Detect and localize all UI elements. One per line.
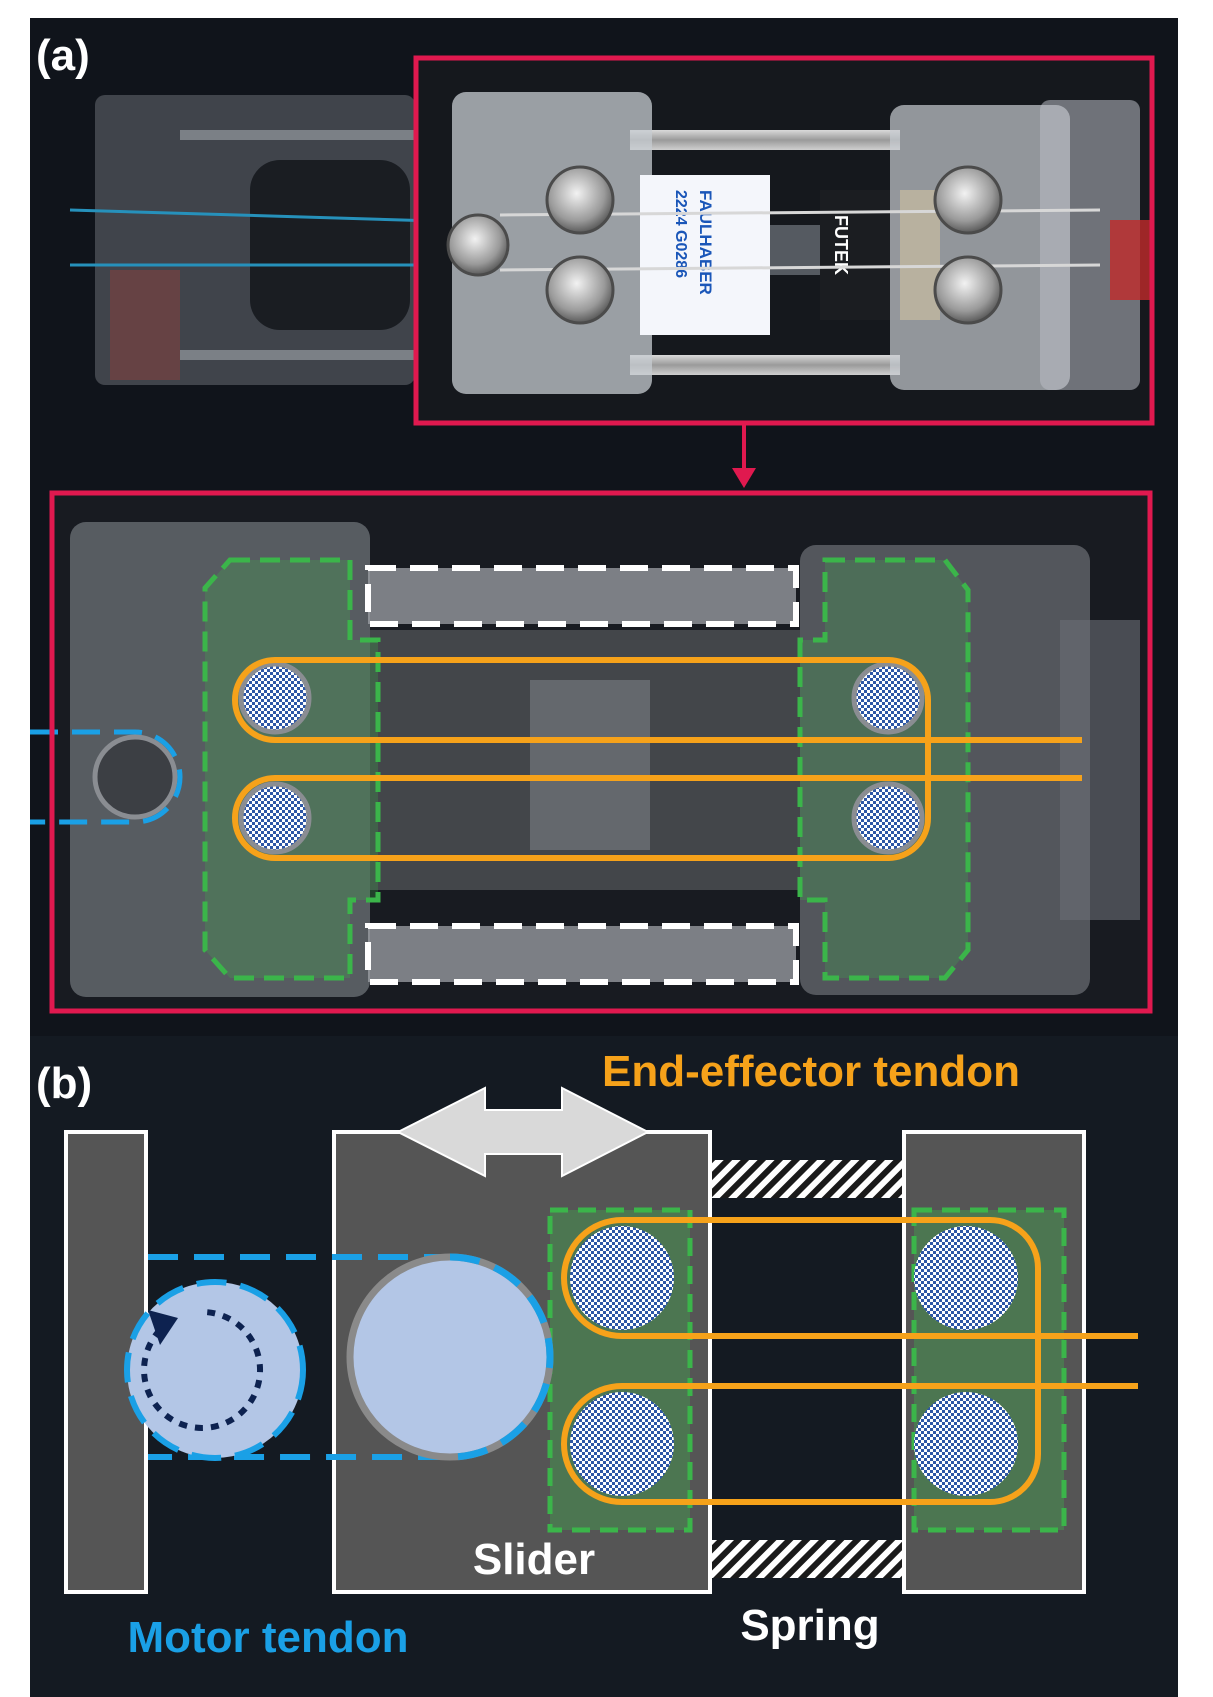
slider-block-photo (452, 92, 652, 394)
panel-a-label: (a) (36, 31, 90, 80)
rotation-arrowhead (148, 1310, 178, 1345)
background-mechanism (69, 95, 471, 385)
motor-brand-text: FAULHABER (696, 190, 715, 295)
end-effector-tendon-label: End-effector tendon (602, 1047, 1020, 1096)
pulley-annot-1 (238, 661, 312, 735)
motor-tendon-label: Motor tendon (127, 1613, 408, 1662)
slider-upper-pulley (570, 1226, 674, 1330)
motor-part-text: 2224 G0286 (672, 190, 689, 278)
motor-pulley (124, 1279, 306, 1461)
slider-pulley-region (202, 557, 381, 981)
slider-label: Slider (473, 1535, 595, 1584)
slider-block-annot (70, 522, 370, 997)
end-effector-tendon-annot (232, 657, 1082, 861)
motor-pulley-photo (446, 213, 510, 277)
spring-top (712, 1160, 902, 1198)
top-highlight-frame (413, 55, 1155, 426)
rotation-arrow (141, 1308, 264, 1431)
bottom-highlight-frame (49, 490, 1153, 1014)
bearing-photo-3 (933, 165, 1003, 235)
zoom-arrow (732, 423, 756, 488)
end-block-photo (890, 105, 1070, 390)
bearing-photo-4 (933, 255, 1003, 325)
spring-bottom (712, 1540, 902, 1578)
pulley-annot-4 (851, 781, 925, 855)
end-pulley-region (797, 557, 971, 981)
bearing-photo-2 (545, 255, 615, 325)
slider-lower-pulley (570, 1392, 674, 1496)
panel-a: FAULHABER 2224 G0286 FUTEK (30, 18, 1178, 1036)
sensor-brand-text: FUTEK (831, 215, 851, 275)
spring-top-annot (365, 565, 799, 627)
end-effector-tendon (561, 1217, 1138, 1505)
annotated-photo (30, 493, 1150, 1011)
pulley-annot-2 (238, 781, 312, 855)
motor-pulley-annot (92, 734, 178, 820)
slider-motion-arrow (395, 1086, 651, 1178)
spring-label: Spring (740, 1601, 879, 1650)
panel-b-label: (b) (36, 1059, 92, 1108)
pulley-annot-3 (851, 661, 925, 735)
end-lower-pulley (914, 1392, 1018, 1496)
spring-bottom-photo (630, 355, 900, 375)
spring-top-photo (630, 130, 900, 150)
spring-bottom-annot (365, 923, 799, 985)
motor-tendon-annot (30, 729, 183, 825)
panel-b: (b) End-effector tendon S (30, 1036, 1178, 1697)
end-upper-pulley (914, 1226, 1018, 1330)
top-photo-inset: FAULHABER 2224 G0286 FUTEK (416, 58, 1152, 423)
motor-body (640, 175, 770, 335)
bearing-photo-1 (545, 165, 615, 235)
